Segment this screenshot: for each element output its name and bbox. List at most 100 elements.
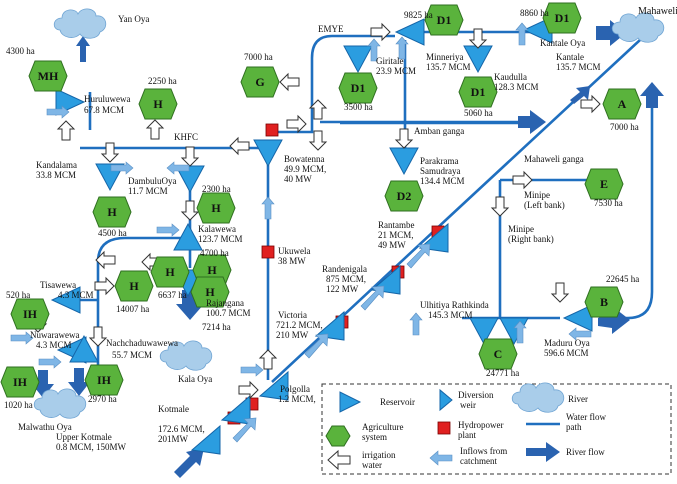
river-flow-arrows [32, 20, 664, 478]
label-mahaweli-ganga: Mahaweli ganga [524, 154, 584, 164]
label-minipe-right: Minipe [508, 224, 534, 234]
label-randenigala: Randenigala [322, 264, 367, 274]
inflow-arrow [304, 333, 329, 359]
label-minipe-left: Minipe [524, 190, 550, 200]
label-giritale-cap: 23.9 MCM [376, 66, 416, 76]
agri-b: B [584, 286, 624, 318]
inflow-arrow [409, 312, 423, 336]
label-rajangana: Rajangana [206, 298, 244, 308]
inflow-arrow [406, 243, 431, 269]
legend-river: River [511, 382, 588, 413]
label-dambulu-cap: 11.7 MCM [128, 186, 168, 196]
svg-text:IH: IH [23, 307, 38, 321]
svg-text:River flow: River flow [566, 447, 605, 457]
node-labels: Yan Oya 4300 ha Huruluwewa 67.8 MCM 2250… [4, 6, 677, 452]
label-emye: EMYE [318, 24, 344, 34]
agri-h-2250: H [138, 88, 178, 120]
svg-text:IH: IH [97, 373, 112, 387]
irrigation-arrow [580, 95, 601, 113]
irrigation-arrow [57, 120, 75, 141]
label-minipe-right-2: (Right bank) [508, 234, 554, 244]
svg-text:H: H [129, 279, 139, 293]
label-bowatenna-mw: 40 MW [284, 174, 312, 184]
svg-text:path: path [566, 422, 582, 432]
svg-text:A: A [618, 97, 627, 111]
label-kotmale: Kotmale [158, 404, 189, 414]
irrigation-arrow [551, 282, 569, 303]
label-mh-area: 4300 ha [6, 46, 35, 56]
agri-h-4500: H [92, 196, 132, 228]
irrigation-arrow [101, 142, 119, 163]
irrigation-arrow [370, 23, 391, 41]
label-yan-oya: Yan Oya [118, 14, 149, 24]
svg-text:E: E [600, 177, 608, 191]
reservoir-giritale [343, 45, 373, 73]
svg-text:H: H [207, 263, 217, 277]
label-randenigala-mw: 122 MW [326, 284, 359, 294]
irrigation-arrow [512, 171, 533, 189]
label-randenigala-cap: 875 MCM, [326, 274, 366, 284]
legend-river-flow: River flow [526, 442, 605, 462]
svg-text:H: H [153, 97, 163, 111]
reservoir-parakrama [389, 147, 419, 175]
river-arrow-maduru [598, 306, 630, 334]
label-khfc: KHFC [174, 132, 198, 142]
label-kantale: Kantale [556, 52, 584, 62]
river-arrow-kotmale [174, 448, 204, 478]
label-malwathu-oya: Malwathu Oya [18, 422, 72, 432]
irrigation-arrow [181, 200, 199, 221]
label-kantale-oya: Kantale Oya [540, 38, 585, 48]
label-mahaweli: Mahaweli [638, 6, 677, 17]
irrigation-arrow [181, 146, 199, 167]
label-area-2970: 2970 ha [88, 394, 117, 404]
irrigation-arrow [286, 115, 307, 133]
svg-text:D1: D1 [437, 13, 452, 27]
inflow-arrow [261, 196, 275, 220]
label-polgolla: Polgolla [280, 384, 310, 394]
label-area-4700: 4700 ha [200, 248, 229, 258]
legend-diversion-icon [439, 388, 453, 412]
legend-waterflow: Water flow path [526, 412, 607, 432]
svg-text:system: system [362, 432, 387, 442]
agriculture-systems: MH H G D1 D1 D1 D1 A H H D2 E H H H H IH… [0, 2, 642, 398]
irrigation-arrow [395, 128, 413, 149]
legend-irrigation-icon [327, 449, 351, 471]
svg-text:Diversion: Diversion [458, 390, 494, 400]
label-upper-kotmale: Upper Kotmale [56, 432, 112, 442]
agri-h-6637: H [150, 256, 190, 288]
label-area-7214: 7214 ha [202, 322, 231, 332]
legend-diversion: Diversion weir [439, 388, 494, 412]
inflow-arrow [240, 363, 264, 377]
legend-hydro: Hydropower plant [437, 420, 504, 440]
label-b-area: 22645 ha [606, 274, 639, 284]
svg-text:River: River [568, 394, 588, 404]
label-minneriya: Minneriya [426, 52, 464, 62]
agri-g: G [240, 66, 280, 98]
svg-text:B: B [600, 295, 608, 309]
label-tisawewa: Tisawewa [40, 280, 76, 290]
irrigation-arrow [229, 137, 250, 155]
irrigation-arrow [491, 196, 509, 217]
agri-c: C [478, 338, 518, 370]
label-kotmale-cap: 172.6 MCM, [158, 424, 205, 434]
label-bowatenna-cap: 49.9 MCM, [284, 164, 326, 174]
label-tisawewa-cap: 4.3 MCM [58, 290, 94, 300]
legend-reservoir-icon [339, 391, 362, 413]
label-c-area: 24771 ha [486, 368, 519, 378]
legend-agriculture: Agriculture system [325, 422, 403, 447]
agri-d1-giritale: D1 [338, 72, 378, 104]
river-cloud-mahaweli [611, 12, 665, 43]
label-nachchaduwa-cap: 55.7 MCM [112, 350, 152, 360]
svg-text:irrigation: irrigation [362, 450, 396, 460]
label-victoria-mw: 210 MW [276, 330, 309, 340]
hydro-ukuwela [261, 245, 275, 259]
label-dambulu-oya: DambuluOya [128, 176, 177, 186]
svg-text:H: H [211, 201, 221, 215]
label-parakrama-cap: 134.4 MCM [420, 176, 465, 186]
agri-h-14007: H [114, 270, 154, 302]
agri-d1-kantale: D1 [542, 2, 582, 34]
label-ukuwela: Ukuwela [278, 246, 311, 256]
label-giritale-area: 3500 ha [344, 102, 373, 112]
